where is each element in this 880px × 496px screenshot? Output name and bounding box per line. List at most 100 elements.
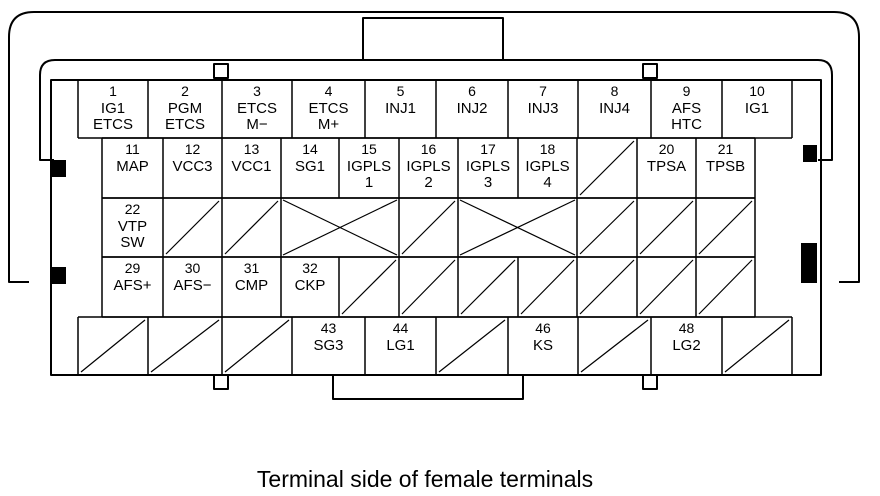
terminal-signal-label: SW [120,234,145,251]
bottom-key-right [642,374,658,390]
unused-cavity-slash [165,200,220,255]
unused-cavity-slash [224,200,279,255]
terminal-signal-label: IGPLS [466,158,510,175]
empty-cavity [147,317,220,375]
empty-cavity [457,257,516,317]
unused-cavity-slash [579,200,635,255]
blocked-cavity-cross [282,199,398,256]
unused-cavity-slash [438,319,506,373]
terminal-signal-label: INJ2 [457,100,488,117]
empty-cavity [695,257,756,317]
terminal-signal-label: AFS+ [114,277,152,294]
bottom-lock-tab [332,375,524,400]
empty-cavity [517,257,575,317]
terminal-signal-label: 3 [484,174,492,191]
terminal-number: 12 [185,141,201,157]
terminal-number: 14 [302,141,318,157]
unused-cavity-slash [639,200,694,255]
terminal-signal-label: CMP [235,277,268,294]
terminal-number: 46 [535,320,551,336]
terminal-number: 20 [659,141,675,157]
empty-cavity [721,317,793,375]
top-lock-tab [362,17,504,60]
terminal-number: 4 [325,83,333,99]
empty-cavity [221,317,290,375]
terminal-number: 32 [302,260,318,276]
empty-cavity [576,198,635,257]
terminal-signal-label: ETCS [93,116,133,133]
unused-cavity-slash [460,259,516,315]
empty-cavity [398,198,456,257]
housing-outer-shell [8,11,860,283]
terminal-grid: 1IG1ETCS2PGMETCS3ETCSM−4ETCSM+5INJ16INJ2… [77,79,793,376]
terminal-signal-label: VTP [118,218,147,235]
terminal-signal-label: PGM [168,100,202,117]
top-key-left [213,63,229,79]
terminal-number: 48 [679,320,695,336]
terminal-signal-label: LG2 [672,337,700,354]
terminal-number: 21 [718,141,734,157]
unused-cavity-slash [80,319,146,373]
terminal-number: 2 [181,83,189,99]
unused-cavity-slash [579,140,635,196]
unused-cavity-slash [341,259,397,315]
terminal-signal-label: M+ [318,116,339,133]
empty-cavity [576,257,635,317]
terminal-signal-label: INJ1 [385,100,416,117]
empty-cavity [695,198,756,257]
terminal-number: 6 [468,83,476,99]
empty-cavity [577,317,649,375]
top-key-right [642,63,658,79]
terminal-number: 11 [125,141,140,157]
terminal-signal-label: CKP [295,277,326,294]
bottom-key-left [213,374,229,390]
terminal-number: 43 [321,320,337,336]
housing-inner-shell [39,59,833,161]
unused-cavity-slash [579,259,635,315]
unused-cavity-slash [150,319,220,373]
terminal-signal-label: IGPLS [525,158,569,175]
unused-cavity-slash [520,259,575,315]
empty-cavity [457,198,576,257]
diagram-caption: Terminal side of female terminals [257,466,593,492]
latch-block-1 [52,160,66,177]
terminal-signal-label: 1 [365,174,373,191]
terminal-signal-label: VCC1 [231,158,271,175]
terminal-signal-label: AFS− [174,277,212,294]
terminal-number: 3 [253,83,261,99]
terminal-signal-label: 4 [543,174,551,191]
terminal-signal-label: ETCS [165,116,205,133]
blocked-cavity-cross [459,199,576,256]
terminal-signal-label: TPSA [647,158,686,175]
empty-cavity [280,198,398,257]
latch-block-4 [801,243,817,283]
unused-cavity-slash [401,259,456,315]
terminal-signal-label: ETCS [237,100,277,117]
empty-cavity [398,257,456,317]
terminal-signal-label: SG3 [313,337,343,354]
empty-cavity [636,257,694,317]
empty-cavity [162,198,220,257]
terminal-signal-label: IGPLS [406,158,450,175]
unused-cavity-slash [698,259,753,315]
terminal-number: 31 [244,260,260,276]
terminal-number: 16 [421,141,437,157]
unused-cavity-slash [698,200,753,255]
latch-block-3 [803,145,817,162]
